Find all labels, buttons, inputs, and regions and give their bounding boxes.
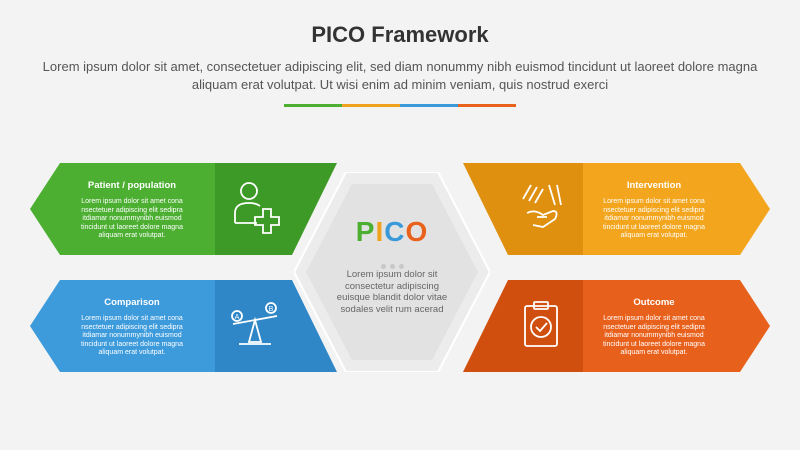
card-intervention-body: Lorem ipsum dolor sit amet cona nsectetu… [603, 198, 705, 239]
pico-wordmark: PICO [294, 216, 490, 248]
dot [390, 264, 395, 269]
person-plus-icon [234, 182, 280, 234]
divider-segment-2 [342, 104, 400, 107]
hand-pills-icon [522, 184, 562, 228]
dot [399, 264, 404, 269]
card-comparison-shape [30, 280, 337, 372]
center-hexagon: PICO Lorem ipsum dolor sit consectetur a… [294, 172, 490, 372]
pico-letter-i: I [375, 216, 385, 247]
card-patient: Patient / population Lorem ipsum dolor s… [30, 163, 337, 255]
seesaw-ab-icon: A B [231, 302, 278, 345]
svg-text:A: A [235, 314, 240, 321]
dot [381, 264, 386, 269]
clipboard-check-icon [524, 301, 558, 347]
divider-segment-3 [400, 104, 458, 107]
page-subtitle: Lorem ipsum dolor sit amet, consectetuer… [42, 59, 758, 92]
card-intervention-shape [463, 163, 770, 255]
card-patient-title: Patient / population [87, 180, 177, 191]
svg-text:B: B [269, 306, 274, 313]
card-outcome: Outcome Lorem ipsum dolor sit amet cona … [463, 280, 770, 372]
dots-decoration [379, 256, 406, 274]
divider-segment-4 [458, 104, 516, 107]
card-outcome-body: Lorem ipsum dolor sit amet cona nsectetu… [603, 315, 705, 356]
card-outcome-shape [463, 280, 770, 372]
page-title: PICO Framework [311, 22, 489, 47]
card-outcome-title: Outcome [633, 297, 675, 308]
center-body: Lorem ipsum dolor sit consectetur adipis… [336, 269, 448, 315]
center-hexagon-shape [294, 172, 490, 372]
card-intervention-title: Intervention [626, 180, 682, 191]
pico-letter-p: P [355, 216, 376, 247]
pico-letter-c: C [384, 216, 406, 247]
divider-segment-1 [284, 104, 342, 107]
card-patient-shape [30, 163, 337, 255]
card-intervention: Intervention Lorem ipsum dolor sit amet … [463, 163, 770, 255]
card-patient-body: Lorem ipsum dolor sit amet cona nsectetu… [81, 198, 183, 239]
card-comparison: Comparison Lorem ipsum dolor sit amet co… [30, 280, 337, 372]
card-comparison-body: Lorem ipsum dolor sit amet cona nsectetu… [81, 315, 183, 356]
pico-letter-o: O [405, 216, 429, 247]
card-comparison-title: Comparison [104, 297, 160, 308]
